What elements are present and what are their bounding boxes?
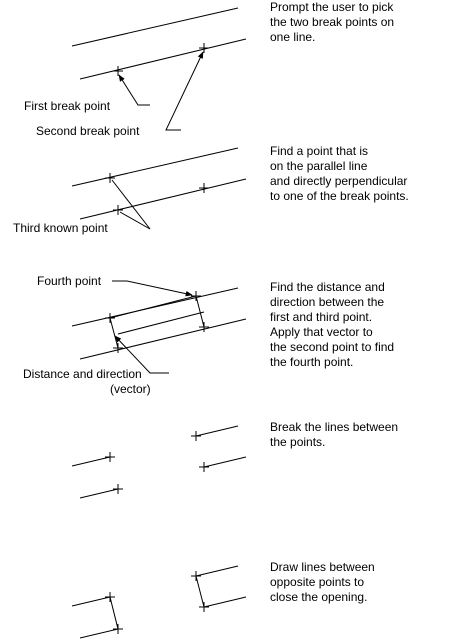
- vector-line-right: [195, 295, 205, 328]
- closing-line-right: [195, 575, 205, 608]
- description-line: Break the lines between: [270, 420, 399, 434]
- point-marker: [113, 624, 123, 634]
- step-4-description: Break the lines between the points.: [270, 420, 448, 450]
- second-break-point-marker: [199, 43, 209, 53]
- point-marker: [199, 462, 209, 472]
- description-line: Find a point that is: [270, 144, 369, 158]
- description-line: opposite points to: [270, 575, 365, 589]
- lower-line: [79, 178, 247, 220]
- point-marker: [191, 431, 201, 441]
- vector-leader: [114, 335, 169, 374]
- step-2-figure: Third known point: [13, 147, 247, 235]
- upper-left-segment: [71, 596, 111, 607]
- point-marker: [105, 452, 115, 462]
- upper-left-segment: [71, 456, 111, 467]
- point-marker: [105, 592, 115, 602]
- description-line: the fourth point.: [270, 355, 354, 369]
- step-3-figure: Fourth point Distance and direction (vec…: [23, 274, 247, 396]
- lower-line: [79, 38, 247, 80]
- step-5-figure: [71, 565, 247, 639]
- description-line: the points.: [270, 435, 326, 449]
- step-2-description: Find a point that is on the parallel lin…: [270, 144, 448, 204]
- third-point-marker: [105, 173, 115, 183]
- description-line: to one of the break points.: [270, 189, 409, 203]
- point-marker: [113, 484, 123, 494]
- step-1-figure: First break point Second break point: [24, 7, 247, 138]
- upper-line: [71, 147, 239, 187]
- third-point-leader-b: [119, 211, 151, 230]
- point-marker: [199, 602, 209, 612]
- fourth-point-label: Fourth point: [37, 274, 102, 288]
- fourth-point-leader: [112, 280, 193, 297]
- lower-right-segment: [203, 596, 247, 608]
- description-line: Prompt the user to pick: [270, 0, 394, 14]
- description-line: the two break points on: [270, 15, 395, 29]
- third-point-leader-a: [111, 179, 151, 230]
- third-known-point-label: Third known point: [13, 221, 108, 235]
- first-break-point-marker: [113, 66, 123, 76]
- step-1-description: Prompt the user to pick the two break po…: [270, 0, 448, 45]
- distance-direction-label: Distance and direction: [23, 367, 142, 381]
- description-line: the second point to find: [270, 340, 395, 354]
- description-line: Find the distance and: [270, 280, 385, 294]
- vector-label: (vector): [110, 382, 151, 396]
- step-4-figure: [71, 425, 247, 499]
- upper-right-segment: [195, 565, 239, 577]
- step-5-description: Draw lines between opposite points to cl…: [270, 560, 448, 605]
- upper-line: [71, 7, 239, 47]
- point-marker: [191, 571, 201, 581]
- second-break-point-leader: [165, 51, 204, 131]
- description-line: Draw lines between: [270, 560, 375, 574]
- offset-line-upper: [109, 295, 197, 319]
- first-break-point-marker: [113, 205, 123, 215]
- second-break-point-label: Second break point: [36, 124, 140, 138]
- first-break-point-leader: [118, 74, 150, 106]
- first-break-point-label: First break point: [24, 99, 111, 113]
- description-line: Apply that vector to: [270, 325, 373, 339]
- lower-right-segment: [203, 456, 247, 468]
- closing-line-left: [109, 596, 119, 630]
- offset-line-lower: [117, 311, 205, 335]
- second-break-point-marker: [199, 183, 209, 193]
- upper-right-segment: [195, 425, 239, 437]
- description-line: and directly perpendicular: [270, 174, 408, 188]
- description-line: first and third point.: [270, 310, 373, 324]
- description-line: on the parallel line: [270, 159, 368, 173]
- lower-left-segment: [79, 628, 119, 639]
- step-3-description: Find the distance and direction between …: [270, 280, 448, 370]
- lower-line: [79, 318, 247, 360]
- lower-left-segment: [79, 488, 119, 499]
- vector-line-left: [109, 317, 119, 349]
- description-line: close the opening.: [270, 590, 368, 604]
- description-line: one line.: [270, 30, 316, 44]
- description-line: direction between the: [270, 295, 385, 309]
